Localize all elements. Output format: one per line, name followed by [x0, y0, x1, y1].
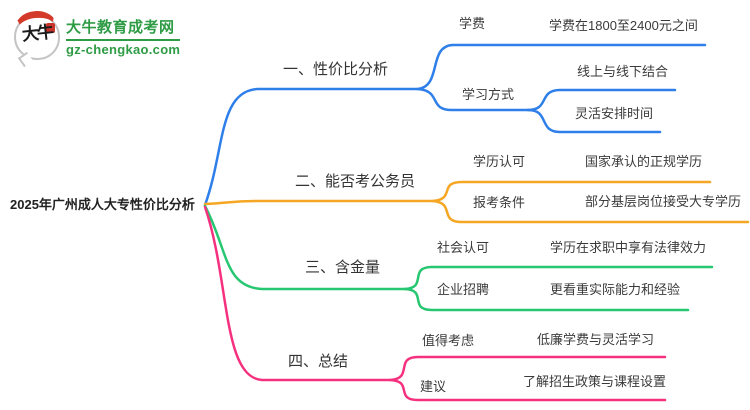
branch-value[interactable]: 三、含金量 — [305, 259, 381, 276]
topic-suggestion[interactable]: 建议 — [420, 379, 447, 394]
topic-employer-hiring[interactable]: 企业招聘 — [437, 282, 490, 297]
branch-cost-performance[interactable]: 一、性价比分析 — [283, 61, 389, 78]
topic-practical-ability[interactable]: 更看重实际能力和经验 — [550, 282, 681, 297]
topic-grassroots-positions[interactable]: 部分基层岗位接受大专学历 — [585, 194, 742, 209]
topic-social-recognition[interactable]: 社会认可 — [437, 240, 490, 255]
logo-mark-text: 大牛 — [21, 22, 53, 45]
logo-red-seal-icon — [46, 23, 55, 33]
topic-admission-policy[interactable]: 了解招生政策与课程设置 — [523, 374, 667, 389]
topic-degree-recognition[interactable]: 学历认可 — [473, 154, 526, 169]
central-topic[interactable]: 2025年广州成人大专性价比分析 — [10, 197, 195, 212]
branch-value-links — [203, 204, 714, 312]
topic-application-conditions[interactable]: 报考条件 — [473, 195, 526, 210]
branch-civil-service[interactable]: 二、能否考公务员 — [295, 173, 416, 190]
topic-tuition[interactable]: 学费 — [459, 16, 486, 31]
topic-low-tuition-flexible[interactable]: 低廉学费与灵活学习 — [537, 332, 655, 347]
topic-flexible-time[interactable]: 灵活安排时间 — [575, 106, 654, 121]
topic-legal-validity[interactable]: 学历在求职中享有法律效力 — [550, 240, 707, 255]
brand-title: 大牛教育成考网 — [66, 18, 175, 36]
branch-cost-performance-links — [203, 43, 707, 207]
topic-study-mode[interactable]: 学习方式 — [462, 87, 515, 102]
brand-logo-icon: 大牛 — [13, 8, 60, 68]
branch-summary-links — [203, 205, 667, 402]
brand-domain: gz-chengkao.com — [66, 38, 181, 57]
topic-state-recognized[interactable]: 国家承认的正规学历 — [585, 154, 703, 169]
branch-civil-service-links — [203, 180, 750, 224]
brand-logo[interactable]: 大牛 大牛教育成考网 gz-chengkao.com — [13, 8, 181, 68]
brand-logo-text: 大牛教育成考网 gz-chengkao.com — [66, 18, 181, 57]
topic-tuition-range[interactable]: 学费在1800至2400元之间 — [549, 18, 698, 33]
topic-online-offline[interactable]: 线上与线下结合 — [577, 64, 669, 79]
topic-worth-considering[interactable]: 值得考虑 — [422, 333, 475, 348]
branch-summary[interactable]: 四、总结 — [288, 353, 349, 370]
